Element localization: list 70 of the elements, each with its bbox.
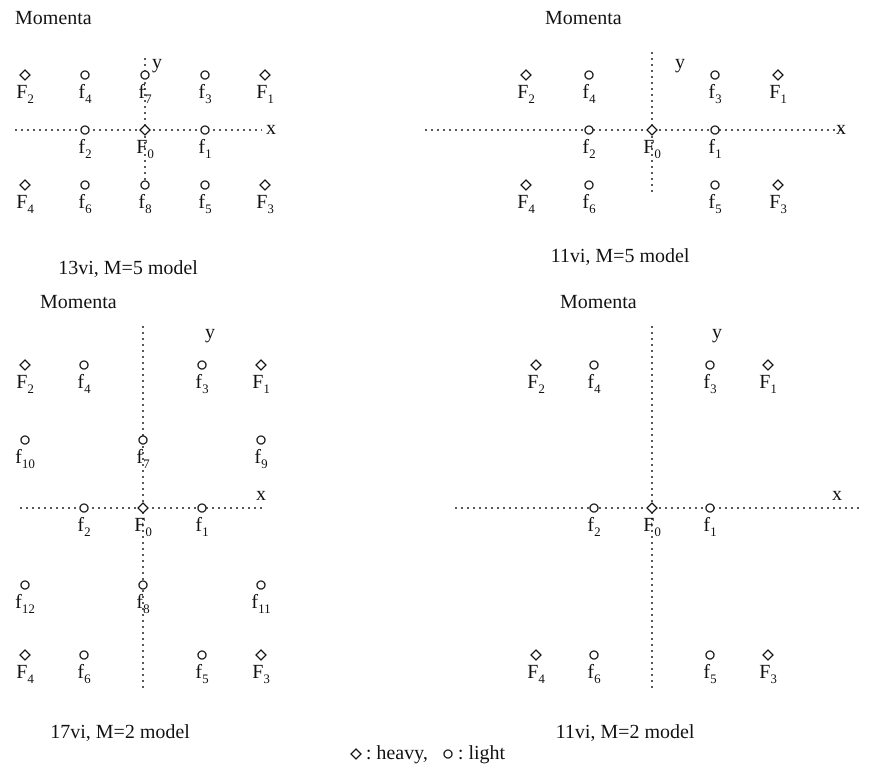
momentum-label: F$_{4}$	[517, 192, 535, 215]
momentum-label: f$_{1}$	[198, 137, 212, 160]
panel-title: Momenta	[560, 292, 637, 312]
panel-caption: 17vi, M=2 model	[50, 722, 190, 742]
momentum-label: F$_{4}$	[16, 192, 34, 215]
axis-label: x	[266, 118, 276, 138]
momentum-label: f$_{3}$	[703, 372, 717, 395]
momentum-label: F$_{3}$	[759, 662, 777, 685]
momentum-label: f$_{4}$	[587, 372, 601, 395]
momentum-label: f$_{6}$	[77, 662, 91, 685]
momentum-label: f$_{4}$	[582, 82, 596, 105]
momentum-label: F$_{1}$	[252, 372, 270, 395]
momentum-label: f$_{2}$	[587, 515, 601, 538]
momentum-label: f$_{8}$	[136, 592, 150, 615]
legend-text: : heavy,	[366, 742, 428, 765]
axis-label: x	[836, 118, 846, 138]
momentum-label: f$_{4}$	[77, 372, 91, 395]
momentum-label: f$_{9}$	[254, 447, 268, 470]
momentum-label: F$_{1}$	[759, 372, 777, 395]
momentum-label: f$_{3}$	[198, 82, 212, 105]
momentum-label: f$_{6}$	[582, 192, 596, 215]
momentum-label: f$_{10}$	[15, 447, 35, 470]
momentum-label: F$_{4}$	[16, 662, 34, 685]
panel-title: Momenta	[40, 292, 117, 312]
momentum-label: F$_{2}$	[527, 372, 545, 395]
axis-label: x	[832, 484, 842, 504]
momentum-label: f$_{5}$	[703, 662, 717, 685]
axis-label: x	[256, 484, 266, 504]
panel-title: Momenta	[15, 8, 92, 28]
momentum-label: F$_{1}$	[769, 82, 787, 105]
momentum-label: F$_{2}$	[16, 372, 34, 395]
momentum-label: f$_{1}$	[195, 515, 209, 538]
legend-text: : light	[458, 742, 506, 765]
momentum-label: f$_{2}$	[77, 515, 91, 538]
panel-caption: 11vi, M=5 model	[550, 246, 690, 266]
momentum-label: F$_{1}$	[256, 82, 274, 105]
momentum-label: F$_{0}$	[643, 137, 661, 160]
momentum-label: f$_{3}$	[195, 372, 209, 395]
momentum-label: f$_{5}$	[198, 192, 212, 215]
momentum-label: F$_{0}$	[136, 137, 154, 160]
axis-label: y	[152, 52, 162, 72]
momentum-label: f$_{5}$	[708, 192, 722, 215]
momentum-label: f$_{7}$	[136, 447, 150, 470]
momentum-label: F$_{0}$	[643, 515, 661, 538]
momentum-label: f$_{2}$	[78, 137, 92, 160]
momentum-label: F$_{3}$	[256, 192, 274, 215]
momentum-label: F$_{2}$	[517, 82, 535, 105]
momentum-label: f$_{8}$	[138, 192, 152, 215]
momentum-label: f$_{1}$	[703, 515, 717, 538]
momentum-label: f$_{4}$	[78, 82, 92, 105]
axis-label: y	[712, 322, 722, 342]
panel-caption: 13vi, M=5 model	[58, 258, 198, 278]
momentum-label: f$_{6}$	[78, 192, 92, 215]
momentum-label: f$_{12}$	[15, 592, 35, 615]
momentum-label: f$_{5}$	[195, 662, 209, 685]
momentum-label: f$_{3}$	[708, 82, 722, 105]
momentum-label: F$_{3}$	[769, 192, 787, 215]
momentum-label: F$_{2}$	[16, 82, 34, 105]
axis-label: y	[675, 52, 685, 72]
panel-title: Momenta	[545, 8, 622, 28]
momentum-label: F$_{3}$	[252, 662, 270, 685]
panel-caption: 11vi, M=2 model	[556, 722, 694, 742]
momentum-label: f$_{7}$	[138, 82, 152, 105]
axis-label: y	[205, 322, 215, 342]
momentum-label: f$_{1}$	[708, 137, 722, 160]
momentum-label: f$_{11}$	[251, 592, 271, 615]
momentum-label: F$_{4}$	[527, 662, 545, 685]
momentum-label: f$_{6}$	[587, 662, 601, 685]
momentum-label: F$_{0}$	[134, 515, 152, 538]
momentum-label: f$_{2}$	[582, 137, 596, 160]
